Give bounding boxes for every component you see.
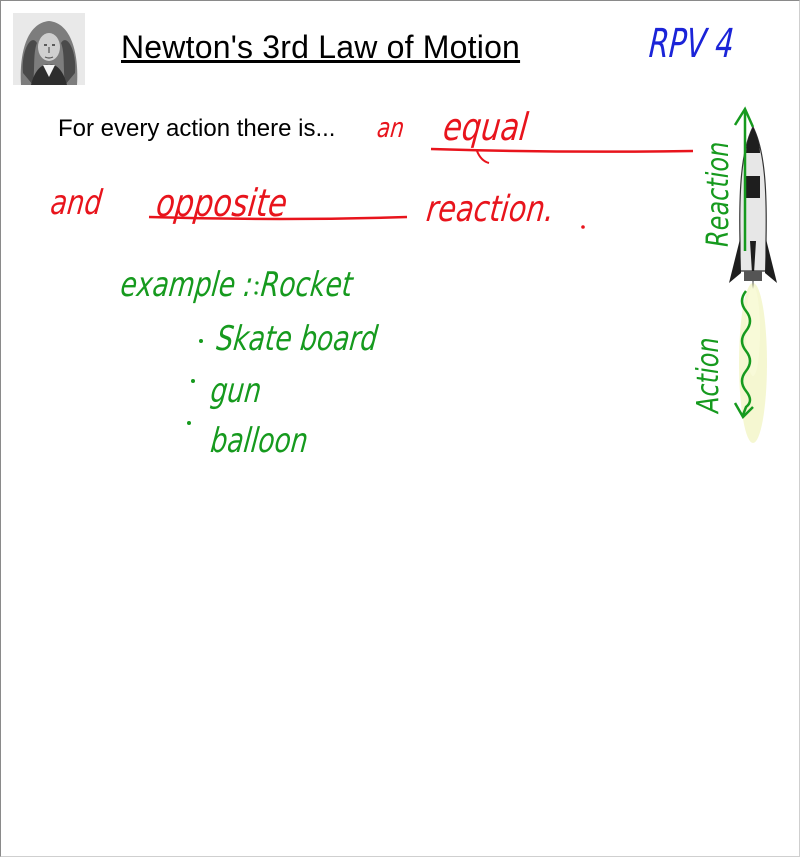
equal-tick xyxy=(476,150,490,164)
statement-prompt: For every action there is... xyxy=(58,115,336,142)
bullet-point xyxy=(187,421,191,425)
page-title: Newton's 3rd Law of Motion xyxy=(121,29,521,65)
answer-reaction: reaction. xyxy=(424,189,557,230)
example-item: Skate board xyxy=(214,319,380,359)
answer-and: and xyxy=(48,183,105,223)
examples-heading: example : Rocket xyxy=(118,265,355,305)
action-label: Action xyxy=(691,337,726,413)
exhaust-glow xyxy=(739,283,767,443)
answer-opposite: opposite xyxy=(154,181,290,225)
bullet-point xyxy=(199,339,203,343)
answer-equal: equal xyxy=(441,105,531,149)
example-item: balloon xyxy=(208,421,311,461)
rpv-tag: RPV 4 xyxy=(647,21,736,67)
rocket-icon xyxy=(729,125,777,289)
example-item: gun xyxy=(208,371,264,411)
blank-underline-1 xyxy=(430,147,694,153)
action-arrow xyxy=(740,290,752,416)
reaction-label: Reaction xyxy=(701,141,736,247)
bullet-point xyxy=(191,379,195,383)
answer-an: an xyxy=(375,113,406,144)
newton-portrait xyxy=(13,13,85,85)
period-dot xyxy=(581,225,585,229)
